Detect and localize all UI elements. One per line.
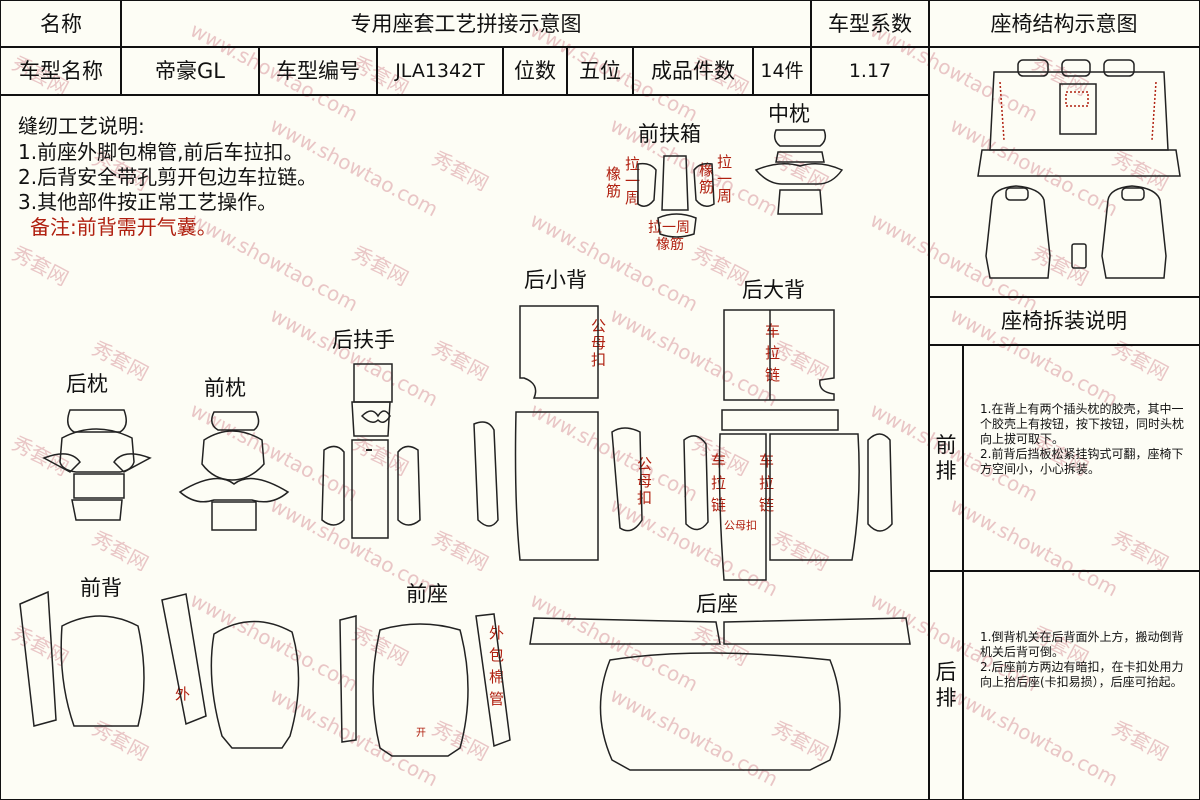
model-code-label-cell: 车型编号: [258, 46, 378, 96]
front-seat-right-headrest: [1121, 187, 1145, 201]
middle-pillow-pieces: [754, 129, 844, 215]
rear-pillow-pieces: [42, 409, 152, 521]
mark-wrap-tube: 外包棉管: [488, 624, 504, 708]
rear-armrest-opening: [1059, 83, 1097, 135]
model-name-label-cell: 车型名称: [0, 46, 122, 96]
model-code-label: 车型编号: [276, 58, 360, 83]
front-seat-left-headrest: [1005, 187, 1029, 201]
struct-title: 座椅结构示意图: [990, 11, 1138, 36]
process-item-2: 2.后背安全带孔剪开包边车拉链。: [18, 165, 318, 189]
model-code-cell: JLA1342T: [376, 46, 504, 96]
mark-zipper-left-panel: 车拉链: [710, 452, 726, 514]
mark-snap-small: 公母扣: [724, 519, 757, 532]
mark-elastic-bottom: 橡筋: [656, 237, 684, 253]
rear-big-back-pieces: [683, 309, 893, 581]
label-front-armrest-box: 前扶箱: [638, 122, 701, 146]
front-seat-left: [985, 185, 1051, 279]
name-label: 名称: [40, 11, 82, 36]
process-title: 缝纫工艺说明:: [18, 114, 145, 138]
label-rear-seat: 后座: [696, 592, 738, 616]
front-row-label-cell: 前排: [928, 344, 964, 572]
process-remark: 备注:前背需开气囊。: [30, 215, 217, 239]
model-code: JLA1342T: [395, 59, 485, 82]
process-item-3: 3.其他部件按正常工艺操作。: [18, 190, 278, 214]
rear-headrest-left: [1017, 59, 1049, 77]
mark-zipper-big-back: 车拉链: [764, 322, 780, 384]
seat-structure-illustration: [977, 59, 1181, 279]
label-front-seat: 前座: [406, 582, 448, 606]
mark-elastic-right: 橡筋: [698, 161, 714, 196]
coef-label-cell: 车型系数: [810, 0, 930, 48]
label-front-pillow: 前枕: [204, 376, 246, 400]
pieces-cell: 14件: [752, 46, 812, 96]
instructions-title: 座椅拆装说明: [1001, 308, 1127, 333]
mark-elastic-left: 橡筋: [605, 165, 621, 200]
model-name-cell: 帝豪GL: [120, 46, 260, 96]
front-pillow-pieces: [178, 411, 290, 531]
process-item-1: 1.前座外脚包棉管,前后车拉扣。: [18, 140, 304, 164]
model-name: 帝豪GL: [155, 58, 225, 83]
rear-seat-pieces: [529, 617, 911, 771]
front-console: [1071, 243, 1087, 269]
pieces-label: 成品件数: [651, 58, 735, 83]
label-middle-pillow: 中枕: [768, 102, 810, 126]
seats-cell: 五位: [566, 46, 634, 96]
front-seat-pieces: [339, 613, 511, 757]
mark-pull-around-left: 拉一周: [624, 155, 640, 207]
name-label-cell: 名称: [0, 0, 122, 48]
label-rear-armrest: 后扶手: [332, 328, 395, 352]
label-rear-small-back: 后小背: [524, 268, 587, 292]
label-front-back: 前背: [80, 576, 122, 600]
coef-label: 车型系数: [828, 11, 912, 36]
mark-pull-around-right: 拉一周: [716, 153, 732, 205]
model-name-label: 车型名称: [19, 58, 103, 83]
main-title: 专用座套工艺拼接示意图: [350, 11, 582, 36]
rear-headrest-mid: [1061, 59, 1091, 77]
rear-bench-cushion: [977, 149, 1181, 177]
rear-headrest-right: [1103, 59, 1135, 77]
seats-label: 位数: [514, 58, 556, 83]
front-row-instructions: 1.在背上有两个插头枕的胶壳，其中一个胶壳上有按钮，按下按钮，同时头枕向上拔可取…: [980, 402, 1185, 476]
pieces-value: 14件: [760, 59, 804, 82]
main-title-cell: 专用座套工艺拼接示意图: [120, 0, 812, 48]
rear-armrest-pieces: [321, 363, 421, 539]
label-rear-pillow: 后枕: [66, 372, 108, 396]
seats-label-cell: 位数: [502, 46, 568, 96]
seats-value: 五位: [579, 58, 621, 83]
front-seat-right: [1101, 185, 1167, 279]
front-armrest-box-pieces: [637, 155, 715, 238]
front-back-pieces: [19, 590, 300, 749]
mark-opening: 开: [416, 728, 426, 739]
label-rear-big-back: 后大背: [742, 278, 805, 302]
pieces-label-cell: 成品件数: [632, 46, 754, 96]
rear-row-label: 后排: [935, 660, 957, 710]
coef-cell: 1.17: [810, 46, 930, 96]
front-row-label: 前排: [935, 433, 957, 483]
rear-row-instructions: 1.倒背机关在后背面外上方，搬动倒背机关后背可倒。 2.后座前方两边有暗扣，在卡…: [980, 630, 1184, 689]
coef-value: 1.17: [848, 59, 892, 82]
rear-small-back-pieces: [473, 305, 643, 561]
rear-row-label-cell: 后排: [928, 570, 964, 800]
